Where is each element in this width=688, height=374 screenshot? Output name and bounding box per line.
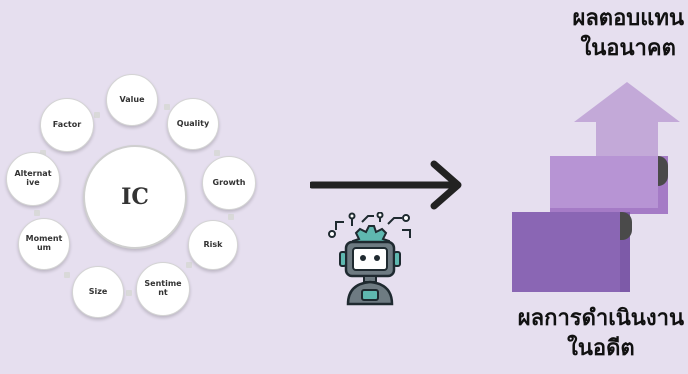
future-returns-line-1: ผลตอบแทน: [572, 6, 684, 31]
factor-node-alternative: Alternat ive: [6, 152, 60, 206]
arrow-right-icon: [310, 160, 462, 210]
upward-arrow-icon: [574, 82, 680, 162]
factor-node-risk: Risk: [188, 220, 238, 270]
connector: [94, 112, 100, 118]
connector: [186, 262, 192, 268]
factor-node-sentiment: Sentime nt: [136, 262, 190, 316]
factor-node-quality: Quality: [167, 98, 219, 150]
robot-ai-icon: [328, 212, 411, 306]
factor-node-value: Value: [106, 74, 158, 126]
connector: [228, 214, 234, 220]
factor-node-momentum: Moment um: [18, 218, 70, 270]
future-returns-label: ผลตอบแทน ในอนาคต: [572, 4, 684, 64]
connector: [214, 150, 220, 156]
future-returns-line-2: ในอนาคต: [580, 36, 676, 61]
past-performance-line-1: ผลการดำเนินงาน: [517, 306, 684, 331]
document-stack-icon: [512, 156, 668, 292]
factor-node-growth: Growth: [202, 156, 256, 210]
past-performance-line-2: ในอดีต: [567, 336, 635, 361]
factor-node-size: Size: [72, 266, 124, 318]
connector: [164, 104, 170, 110]
connector: [34, 210, 40, 216]
past-performance-label: ผลการดำเนินงาน ในอดีต: [518, 304, 684, 364]
connector: [64, 272, 70, 278]
center-node-ic: IC: [83, 145, 187, 249]
factor-node-factor: Factor: [40, 98, 94, 152]
connector: [126, 290, 132, 296]
